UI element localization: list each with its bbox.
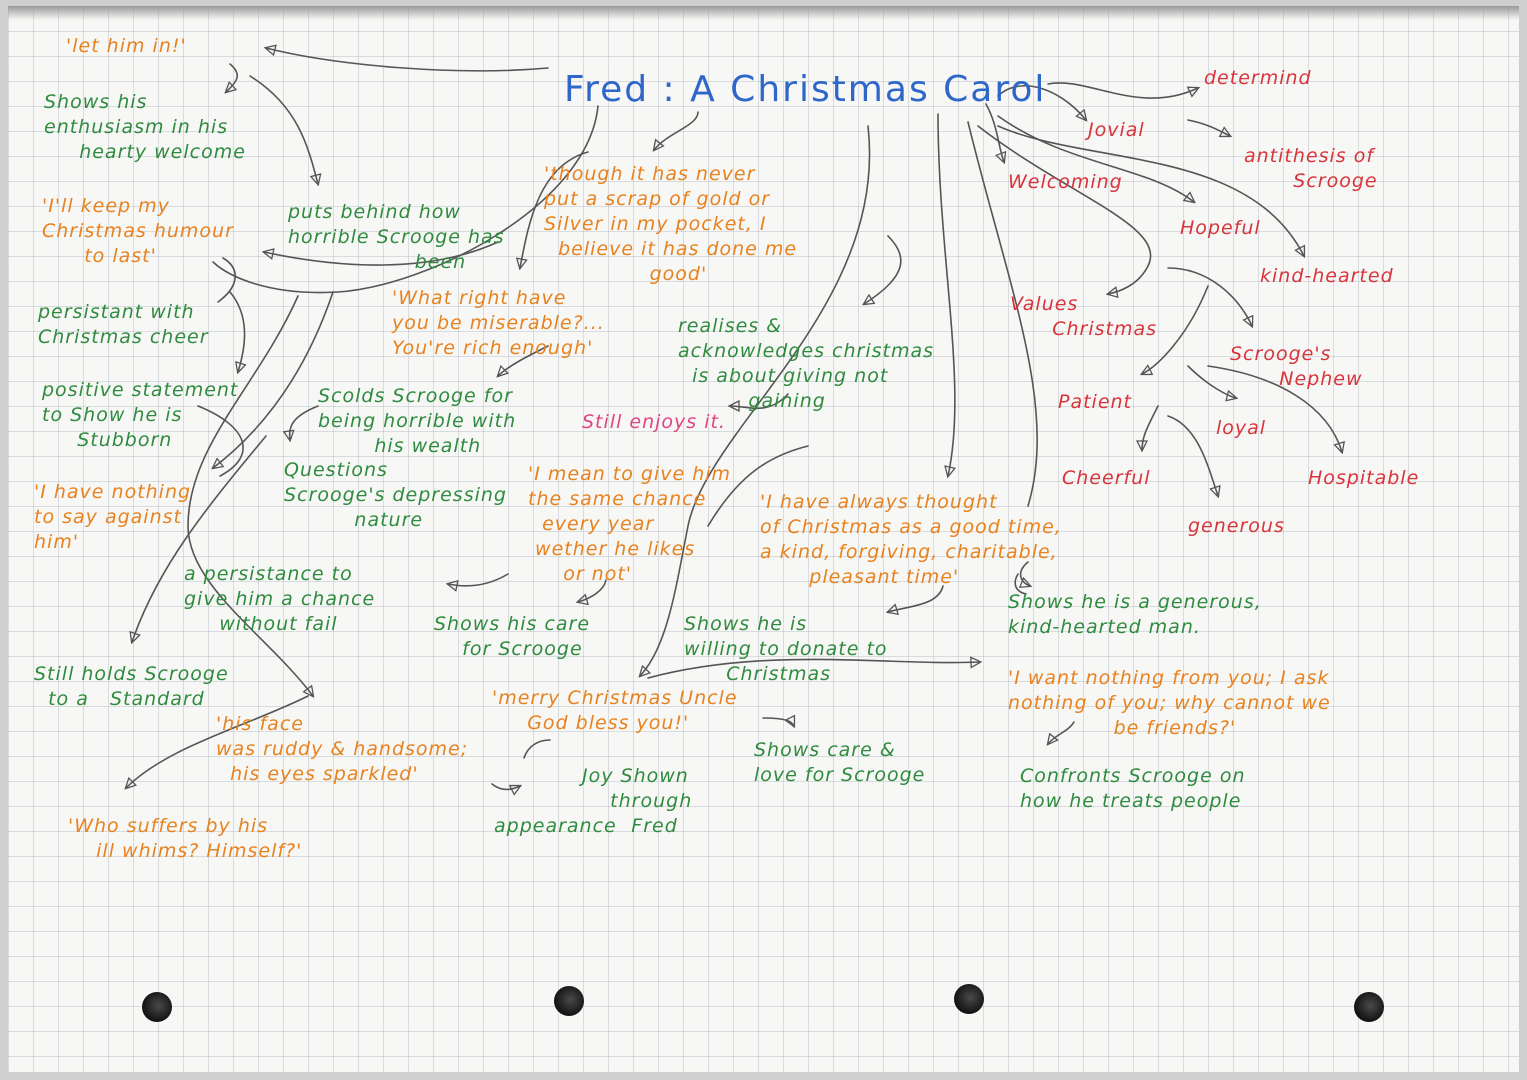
trait-welcoming: Welcoming (1008, 171, 1123, 193)
link-title-to-what-right (520, 151, 589, 268)
link-same-chance-to-persistance (448, 573, 509, 586)
link-title-to-welcoming (985, 103, 1004, 162)
note-care-for-scrooge: Shows his care for Scrooge (434, 613, 591, 660)
link-merry-to-care (762, 718, 794, 726)
quote-who-suffers: 'Who suffers by his ill whims? Himself?' (68, 815, 303, 862)
link-face-to-joy (523, 739, 551, 759)
quote-nothing-to-say: 'I have nothing to say against him' (34, 481, 192, 553)
trait-values-christmas: Values Christmas (1010, 293, 1158, 340)
trait-antithesis: antithesis of Scrooge (1244, 145, 1378, 192)
link-humour-to-persistant (217, 257, 236, 303)
punch-hole (954, 984, 984, 1014)
link-main-to-who-suffers (132, 435, 267, 642)
link-same-chance-to-care (578, 579, 607, 602)
link-jovial-to-antithesis (1187, 119, 1230, 136)
link-scrap-to-realises (864, 235, 902, 304)
link-title-to-values (977, 125, 1152, 294)
link-cross-arrow (707, 445, 809, 527)
link-let-him-in-to-puts-behind (249, 75, 318, 184)
link-title-to-hopeful (997, 115, 1194, 202)
note-persistant: persistant with Christmas cheer (38, 301, 209, 348)
punch-hole (142, 992, 172, 1022)
note-care-love: Shows care & love for Scrooge (754, 739, 926, 786)
note-still-enjoys: Still enjoys it. (582, 411, 726, 433)
quote-christmas-humour: 'I'll keep my Christmas humour to last' (42, 195, 234, 267)
link-merry-to-want (647, 659, 980, 679)
link-hub-to-generous (1167, 415, 1218, 496)
quote-what-right: 'What right have you be miserable?... Yo… (392, 287, 605, 359)
trait-hopeful: Hopeful (1180, 217, 1261, 239)
quote-let-him-in: 'let him in!' (66, 35, 187, 57)
quote-scrap-of-gold: 'though it has never put a scrap of gold… (544, 163, 798, 285)
quote-his-face: 'his face was ruddy & handsome; his eyes… (216, 713, 469, 785)
link-want-to-confronts (1048, 721, 1075, 744)
note-puts-behind: puts behind how horrible Scrooge has bee… (288, 201, 505, 273)
trait-loyal: loyal (1216, 417, 1267, 439)
note-willing-donate: Shows he is willing to donate to Christm… (684, 613, 888, 685)
note-appearance: appearance (494, 815, 617, 837)
note-holds-standard: Still holds Scrooge to a Standard (34, 663, 229, 710)
note-generous-man: Shows he is a generous, kind-hearted man… (1008, 591, 1262, 638)
trait-jovial: Jovial (1088, 119, 1145, 141)
link-main-to-nothing-to-say (213, 291, 334, 468)
punch-hole (1354, 992, 1384, 1022)
trait-scrooges-nephew: Scrooge's Nephew (1230, 343, 1363, 390)
link-scolds-to-questions (290, 405, 319, 440)
link-always-to-generous-man (1021, 561, 1030, 586)
note-questions-nature: Questions Scrooge's depressing nature (284, 459, 507, 531)
quote-merry-christmas: 'merry Christmas Uncle God bless you!' (492, 687, 738, 734)
link-title-to-jovial (997, 84, 1086, 120)
link-hub-to-nephew (1167, 267, 1252, 326)
link-always-to-donate (888, 585, 944, 612)
trait-kind-hearted: kind-hearted (1260, 265, 1394, 287)
punch-hole (554, 986, 584, 1016)
quote-want-nothing: 'I want nothing from you; I ask nothing … (1008, 667, 1331, 739)
trait-cheerful: Cheerful (1062, 467, 1151, 489)
trait-determind: determind (1204, 67, 1312, 89)
link-title-to-want-nothing (967, 121, 1038, 507)
link-title-to-scrap (654, 111, 699, 150)
trait-hospitable: Hospitable (1308, 467, 1420, 489)
link-face-to-appearance (491, 783, 520, 790)
link-hub-to-loyal (1187, 365, 1236, 398)
link-title-to-always (937, 113, 955, 476)
link-let-him-in-to-welcome (226, 63, 238, 92)
link-title-to-humour (212, 105, 599, 294)
page-shadow (8, 6, 1519, 20)
note-joy-shown: Joy Shown through Fred (582, 765, 693, 837)
link-hub-to-cheerful (1142, 405, 1159, 450)
link-title-to-let-him-in (266, 48, 549, 72)
quote-same-chance: 'I mean to give him the same chance ever… (528, 463, 732, 585)
link-title-to-merry (640, 125, 871, 676)
quote-always-thought: 'I have always thought of Christmas as a… (760, 491, 1062, 588)
link-hub-to-patient (1142, 285, 1209, 374)
link-hub-to-hospitable (1207, 365, 1342, 452)
link-what-right-to-scolds (498, 345, 549, 376)
mind-map-connectors (8, 6, 1519, 1072)
page-title: Fred : A Christmas Carol (564, 69, 1047, 110)
link-puts-behind-arrow (264, 241, 499, 266)
link-positive-to-nothing (197, 405, 244, 477)
note-confronts: Confronts Scrooge on how he treats peopl… (1020, 765, 1246, 812)
trait-generous: generous (1188, 515, 1285, 537)
link-realises-to-enjoys (730, 393, 789, 408)
link-face-to-who-suffers (126, 695, 309, 788)
link-title-to-kind (997, 125, 1304, 256)
notebook-page: Fred : A Christmas Carol 'let him in!' S… (8, 6, 1519, 1072)
link-main-to-face (187, 295, 313, 696)
trait-patient: Patient (1058, 391, 1133, 413)
note-scolds-scrooge: Scolds Scrooge for being horrible with h… (318, 385, 517, 457)
link-humour-to-positive (229, 291, 245, 372)
note-realises-giving: realises & acknowledges christmas is abo… (678, 315, 934, 412)
note-positive-statement: positive statement to Show he is Stubbor… (42, 379, 239, 451)
link-jovial-to-determind (1047, 82, 1198, 99)
note-enthusiasm: Shows his enthusiasm in his hearty welco… (44, 91, 246, 163)
link-cheerful-to-generous-man (1014, 573, 1027, 595)
note-persistance-chance: a persistance to give him a chance witho… (184, 563, 376, 635)
